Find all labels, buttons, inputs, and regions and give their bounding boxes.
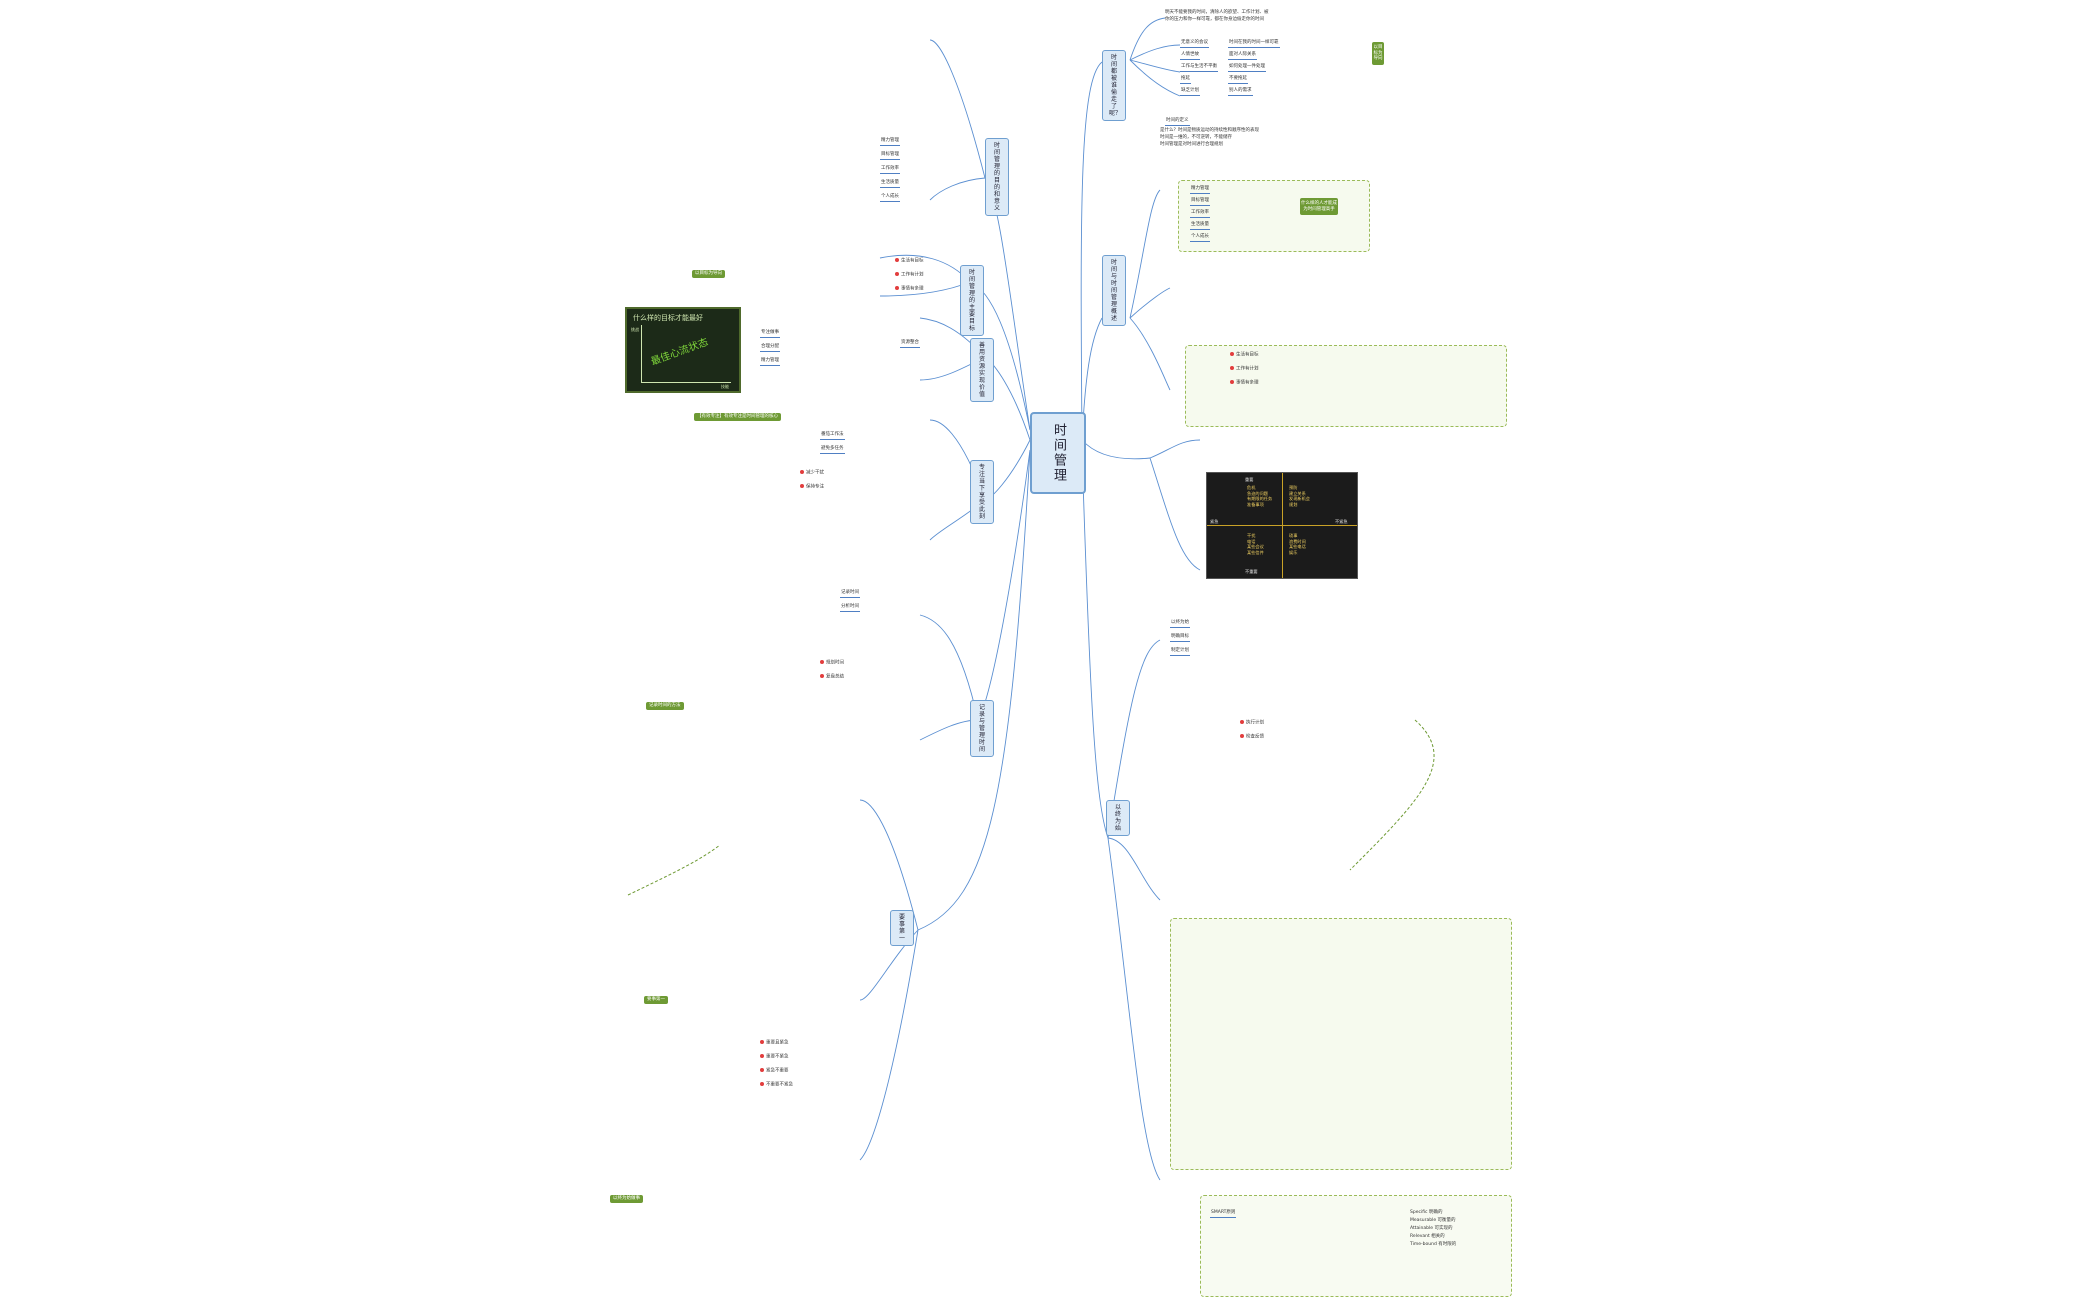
bottom-green-tag: 以终为始做事 (610, 1195, 643, 1203)
focus-item[interactable]: 避免多任务 (820, 446, 845, 454)
matrix-q3: 干扰 电话 某些会议 某些信件 (1247, 533, 1264, 555)
thieves-item[interactable]: 缺乏计划 (1180, 88, 1200, 96)
focus-item[interactable]: 保持专注 (800, 484, 824, 490)
matrix-bottom-label: 不重要 (1245, 569, 1258, 574)
record-item[interactable]: 复盘总结 (820, 674, 844, 680)
smart-item: Time-bound 有时限的 (1410, 1242, 1457, 1247)
branch-purpose[interactable]: 时间管理的目的和意义 (985, 138, 1009, 216)
resource-item[interactable]: 合理分配 (760, 344, 780, 352)
goal-item[interactable]: 工作有计划 (895, 272, 924, 278)
thieves-detail[interactable]: 不要拖延 (1228, 76, 1248, 84)
flow-chart-x-axis (641, 382, 731, 383)
thieves-green-tag: 以目标为导向 (1372, 42, 1384, 65)
priority-item[interactable]: 紧急不重要 (760, 1068, 789, 1074)
record-item[interactable]: 规划时间 (820, 660, 844, 666)
record-item[interactable]: 记录时间 (840, 590, 860, 598)
end-item[interactable]: 制定计划 (1170, 648, 1190, 656)
branch-focus[interactable]: 专注当下享受此刻 (970, 460, 994, 524)
purpose-item[interactable]: 生活质量 (880, 180, 900, 188)
resource-item[interactable]: 精力管理 (760, 358, 780, 366)
thieves-item[interactable]: 拖延 (1180, 76, 1191, 84)
branch-overview[interactable]: 时间与时间管理概述 (1102, 255, 1126, 326)
overview-panel-2 (1185, 345, 1507, 427)
overview-point[interactable]: 事情有条理 (1230, 380, 1259, 386)
smart-item: Attainable 可实现的 (1410, 1226, 1453, 1231)
overview-point[interactable]: 工作有计划 (1230, 366, 1259, 372)
priority-green-tag: 要事第一 (644, 996, 668, 1004)
overview-p1: 是什么？时间是物质运动的持续性和顺序性的表现 (1160, 128, 1259, 133)
flow-chart-text: 最佳心流状态 (649, 336, 710, 368)
end-panel-2 (1200, 1195, 1512, 1297)
thieves-detail[interactable]: 如何处理一件处理 (1228, 64, 1266, 72)
purpose-item[interactable]: 精力管理 (880, 138, 900, 146)
overview-point[interactable]: 生活有目标 (1230, 352, 1259, 358)
branch-goal[interactable]: 时间管理的主要目标 (960, 265, 984, 336)
thieves-text-1: 明天不能要我的时间，清除人的欲望、工作计划、被 (1165, 10, 1269, 15)
thieves-item[interactable]: 人情世故 (1180, 52, 1200, 60)
flow-chart-title: 什么样的目标才能最好 (633, 314, 703, 322)
flow-chart-y-label: 挑战 (631, 327, 639, 332)
matrix-left-label: 紧急 (1210, 519, 1219, 524)
focus-green-tag: 【有效专注】有效专注是时间管理的核心 (694, 413, 781, 421)
overview-item[interactable]: 精力管理 (1190, 186, 1210, 194)
matrix-q1: 危机 急迫的问题 有期限的任务 准备事项 (1247, 485, 1273, 507)
overview-item[interactable]: 个人成长 (1190, 234, 1210, 242)
matrix-q4: 琐事 浪费时间 某些电话 娱乐 (1289, 533, 1306, 555)
goal-green-tag: 以目标为导向 (692, 270, 725, 278)
overview-item[interactable]: 生活质量 (1190, 222, 1210, 230)
thieves-detail[interactable]: 别人的需求 (1228, 88, 1253, 96)
overview-panel (1178, 180, 1370, 252)
matrix-top-label: 重要 (1245, 477, 1254, 482)
matrix-q2: 预防 建立关系 发现新机会 规划 (1289, 485, 1310, 507)
overview-green-tag: 什么样的人才能成为时间管理高手 (1300, 198, 1338, 215)
goal-item[interactable]: 事情有条理 (895, 286, 924, 292)
focus-item[interactable]: 减少干扰 (800, 470, 824, 476)
goal-item[interactable]: 生活有目标 (895, 258, 924, 264)
priority-item[interactable]: 不重要不紧急 (760, 1082, 793, 1088)
overview-p2: 时间是一维的，不可逆转，不能储存 (1160, 135, 1232, 140)
thieves-item[interactable]: 无意义的会议 (1180, 40, 1209, 48)
matrix-v-axis (1282, 473, 1283, 578)
end-item[interactable]: 以终为始 (1170, 620, 1190, 628)
thieves-text-2: 你的压力和你一样可靠，都在你身边偷走你的时间 (1165, 17, 1264, 22)
record-item[interactable]: 分析时间 (840, 604, 860, 612)
smart-title[interactable]: SMART原则 (1210, 1210, 1237, 1218)
branch-end-goal[interactable]: 以终为始 (1106, 800, 1130, 836)
flow-chart-y-axis (641, 325, 642, 383)
overview-p3: 时间管理是对时间进行合理规划 (1160, 142, 1223, 147)
end-item[interactable]: 明确目标 (1170, 634, 1190, 642)
priority-item[interactable]: 重要且紧急 (760, 1040, 789, 1046)
resource-item[interactable]: 资源整合 (900, 340, 920, 348)
purpose-item[interactable]: 工作效率 (880, 166, 900, 174)
smart-item: Specific 明确的 (1410, 1210, 1443, 1215)
priority-matrix: 重要 不重要 紧急 不紧急 危机 急迫的问题 有期限的任务 准备事项 预防 建立… (1206, 472, 1358, 579)
flow-chart-x-label: 技能 (721, 384, 729, 389)
branch-resource[interactable]: 善用资源实现价值 (970, 338, 994, 402)
record-green-tag: 记录时间的方法 (646, 702, 684, 710)
thieves-detail[interactable]: 面对人际关系 (1228, 52, 1257, 60)
resource-item[interactable]: 专注做事 (760, 330, 780, 338)
thieves-item[interactable]: 工作与生活不平衡 (1180, 64, 1218, 72)
smart-item: Measurable 可衡量的 (1410, 1218, 1456, 1223)
overview-item[interactable]: 目标管理 (1190, 198, 1210, 206)
focus-item[interactable]: 番茄工作法 (820, 432, 845, 440)
center-topic[interactable]: 时间管理 (1030, 412, 1086, 494)
overview-item[interactable]: 工作效率 (1190, 210, 1210, 218)
branch-time-thieves[interactable]: 时间都被谁偷走了呢？ (1102, 50, 1126, 121)
priority-item[interactable]: 重要不紧急 (760, 1054, 789, 1060)
end-item[interactable]: 检查反馈 (1240, 734, 1264, 740)
smart-item: Relevant 相关的 (1410, 1234, 1445, 1239)
branch-priority[interactable]: 要事第一 (890, 910, 914, 946)
overview-title[interactable]: 时间的定义 (1165, 118, 1190, 126)
end-item[interactable]: 执行计划 (1240, 720, 1264, 726)
purpose-item[interactable]: 目标管理 (880, 152, 900, 160)
flow-state-chart: 什么样的目标才能最好 挑战 技能 最佳心流状态 (625, 307, 741, 393)
purpose-item[interactable]: 个人成长 (880, 194, 900, 202)
branch-record[interactable]: 记录与管理时间 (970, 700, 994, 757)
matrix-right-label: 不紧急 (1335, 519, 1348, 524)
end-panel (1170, 918, 1512, 1170)
thieves-detail[interactable]: 时间在我的时间一样可靠 (1228, 40, 1280, 48)
